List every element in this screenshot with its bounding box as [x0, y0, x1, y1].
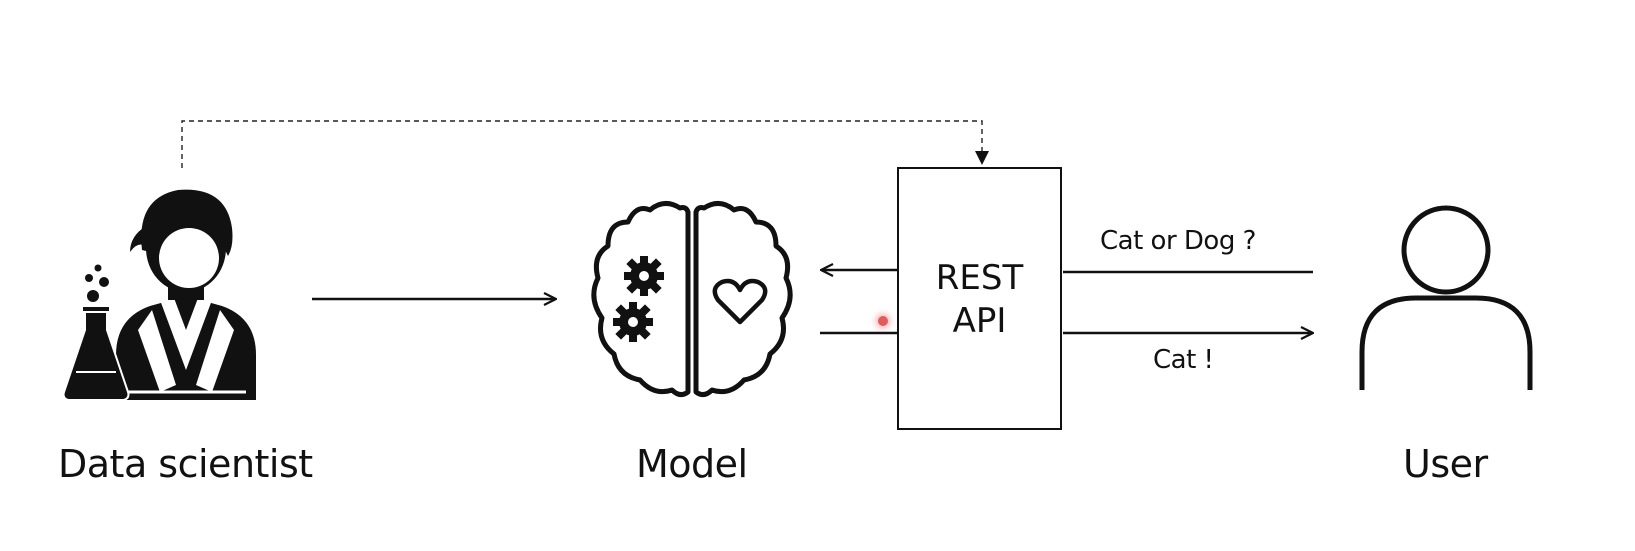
user-icon [1359, 205, 1533, 390]
rest-api-label: REST API [899, 257, 1060, 343]
user-label: User [1403, 442, 1488, 486]
gear-icon [624, 256, 664, 296]
scientist-icon [62, 189, 256, 401]
response-label: Cat ! [1153, 345, 1214, 375]
rest-api-label-line2: API [952, 301, 1007, 341]
data-scientist-label: Data scientist [58, 442, 313, 486]
rest-api-label-line1: REST [935, 258, 1024, 298]
dashed-connector [181, 120, 983, 168]
model-label: Model [636, 442, 748, 486]
pointer-cursor [878, 316, 888, 326]
rest-api-box: REST API [897, 167, 1062, 430]
request-label: Cat or Dog ? [1100, 226, 1256, 256]
brain-icon [591, 201, 793, 398]
gear-icon [613, 302, 653, 342]
dashed-connector-arrowhead [975, 151, 989, 165]
